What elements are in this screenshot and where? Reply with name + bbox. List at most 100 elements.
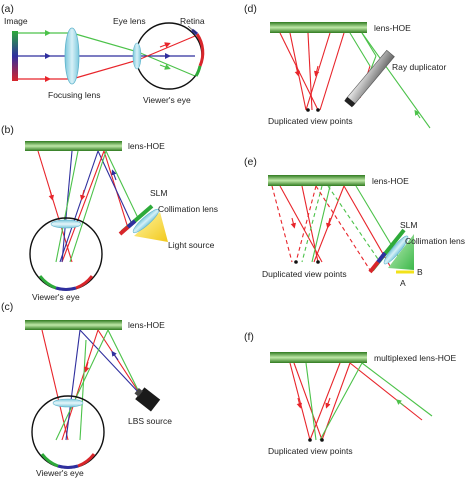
panel-e: (e) lens-HOE SLM Collimation lens A B Du… (244, 156, 465, 288)
lens-hoe (25, 320, 122, 330)
lbs-aperture (134, 388, 143, 397)
ray-red (137, 35, 196, 61)
ray-green (361, 362, 433, 417)
eye-lens-label: Eye lens (113, 16, 146, 26)
panel-b: (b) lens-HOE SLM Collimation lens Light … (1, 124, 218, 302)
retina-green (40, 453, 59, 468)
lens-hoe-label: lens-HOE (372, 176, 409, 186)
ray-red (349, 362, 423, 421)
arrow (313, 65, 320, 77)
panel-b-label: (b) (1, 124, 14, 136)
retina-label: Retina (180, 16, 205, 26)
arrow (48, 189, 55, 201)
view-point (320, 438, 324, 442)
ray-red (61, 329, 99, 441)
green-light-beam (388, 234, 414, 270)
ray-red (319, 32, 345, 111)
view-point (316, 260, 320, 264)
ray-red (293, 362, 323, 441)
ray-red (301, 185, 319, 263)
lens-hoe (25, 141, 122, 151)
view-point (294, 260, 298, 264)
duplicated-view-points-label: Duplicated view points (268, 116, 353, 126)
arrow (414, 109, 421, 119)
ray-green (349, 32, 371, 67)
slm-blue (376, 251, 387, 264)
ray-green (305, 362, 317, 441)
ray-red (289, 362, 311, 441)
ray-red-dashed (315, 185, 371, 271)
ray-red (61, 150, 105, 263)
duplicated-view-points-label: Duplicated view points (262, 269, 347, 279)
arrow (325, 217, 332, 229)
image-label: Image (4, 16, 28, 26)
collimation-lens-label: Collimation lens (158, 204, 218, 214)
lens-hoe (268, 175, 365, 186)
retina-red (77, 453, 96, 468)
arrow (294, 65, 301, 77)
arrow (395, 399, 405, 407)
slm-red (368, 260, 380, 274)
ray-green (319, 362, 363, 441)
view-point (316, 108, 320, 112)
collimation-lens (383, 235, 409, 265)
ray-green (105, 150, 139, 219)
ray-duplicator-label: Ray duplicator (392, 62, 447, 72)
lens-hoe-label: multiplexed lens-HOE (374, 353, 457, 363)
retina-green (194, 65, 202, 77)
retina-blue (55, 286, 77, 291)
duplicator-glass (345, 49, 395, 107)
retina-blue (57, 464, 79, 469)
retina-green (38, 275, 57, 290)
panel-a: (a) Image Focusing lens Eye lens Retina … (1, 3, 205, 105)
eye-lens (52, 398, 84, 408)
panel-e-label: (e) (244, 156, 257, 168)
ray-red (289, 32, 307, 111)
duplicated-view-points-label: Duplicated view points (268, 446, 353, 456)
ray-green (55, 329, 109, 441)
collimation-lens (132, 208, 160, 234)
ray-red-dashed (271, 185, 293, 263)
ray-red-dashed (295, 185, 317, 263)
arrow (296, 397, 303, 409)
lbs-body (135, 387, 161, 412)
arrow (83, 361, 90, 373)
view-point (308, 438, 312, 442)
ray-duplicator (344, 49, 395, 108)
ray-red (71, 59, 139, 80)
retina-red (195, 33, 205, 67)
ray-blue (79, 329, 141, 395)
viewers-eye-label: Viewer's eye (36, 468, 84, 478)
panel-a-label: (a) (1, 3, 14, 15)
ray-green (71, 32, 139, 53)
slm-red (118, 225, 130, 236)
panel-c-label: (c) (1, 301, 13, 313)
view-point (306, 108, 310, 112)
ray-green (55, 150, 79, 263)
ray-green (69, 150, 107, 263)
lens-hoe-label: lens-HOE (128, 320, 165, 330)
light-source-beam (134, 212, 168, 242)
lbs-source-label: LBS source (128, 416, 172, 426)
lens-hoe-label: lens-HOE (128, 141, 165, 151)
eye-lens (132, 42, 142, 70)
point-b-label: B (417, 267, 423, 277)
retina-leader (187, 25, 197, 34)
lens-hoe (270, 352, 367, 363)
retina-red (75, 275, 94, 290)
panel-f: (f) multiplexed lens-HOE Duplicated view… (244, 331, 457, 456)
ray-red (97, 329, 141, 395)
viewers-eye-label: Viewer's eye (143, 95, 191, 105)
ray-blue (59, 150, 99, 263)
lbs-source (134, 387, 161, 412)
arrow (79, 189, 86, 201)
lens-hoe (270, 22, 367, 33)
ray-green-dashed (301, 185, 323, 263)
arrow (111, 350, 119, 361)
viewers-eye-label: Viewer's eye (32, 292, 80, 302)
lens-hoe-label: lens-HOE (374, 23, 411, 33)
ray-green (107, 329, 141, 395)
collimation-lens-label: Collimation lens (405, 236, 465, 246)
ray-red (41, 329, 69, 441)
